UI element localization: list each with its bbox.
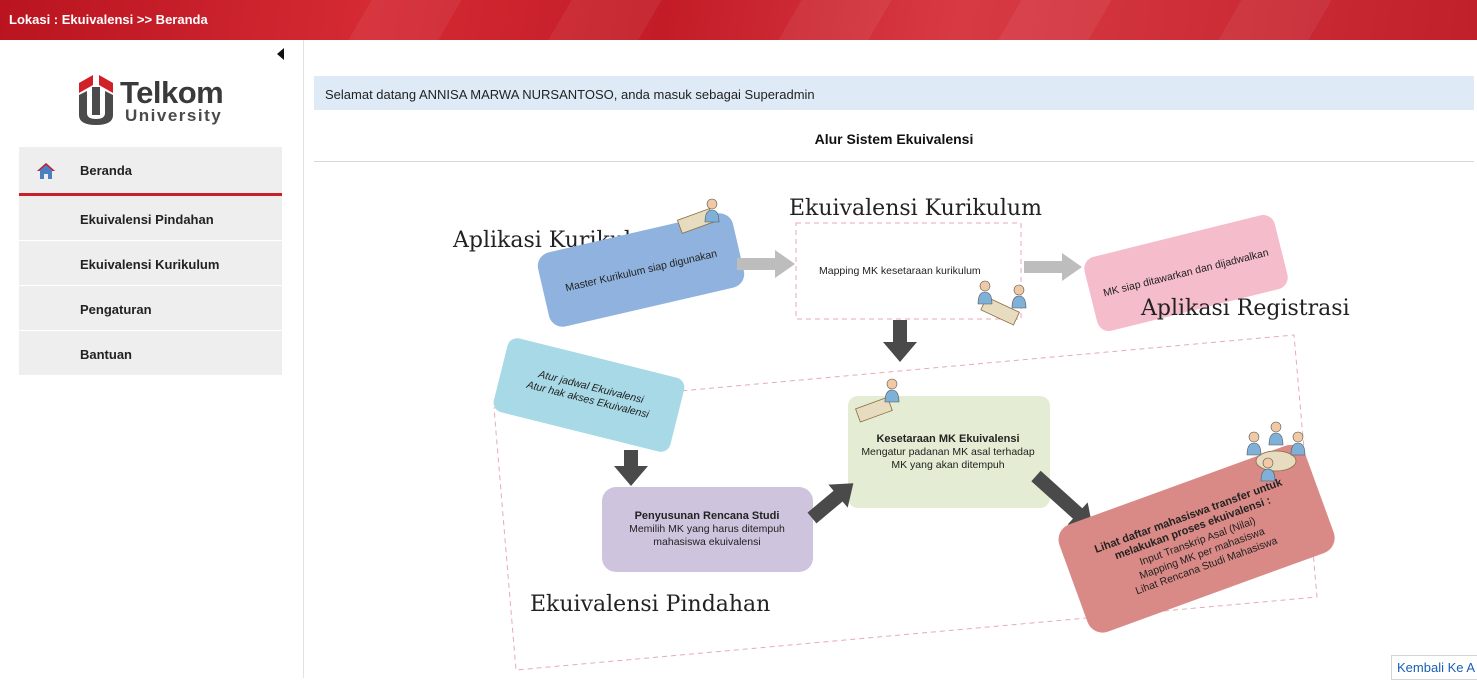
master-kurikulum-box: Master Kurikulum siap digunakan <box>537 213 745 327</box>
kesetaraan-line2: MK yang akan ditempuh <box>891 459 1004 471</box>
person-desk-icon <box>676 198 720 234</box>
lihat-daftar-box: Lihat daftar mahasiswa transfer untuk me… <box>1058 444 1335 633</box>
person-desk-icon <box>855 378 900 423</box>
welcome-text: Selamat datang ANNISA MARWA NURSANTOSO, … <box>325 87 815 102</box>
kesetaraan-line1: Mengatur padanan MK asal terhadap <box>861 446 1035 458</box>
flow-title: Alur Sistem Ekuivalensi <box>814 131 974 147</box>
sidebar-item-ekuivalensi-kurikulum[interactable]: Ekuivalensi Kurikulum <box>19 241 282 286</box>
mapping-mk-text: Mapping MK kesetaraan kurikulum <box>819 265 981 277</box>
penyusunan-title: Penyusunan Rencana Studi <box>635 510 780 522</box>
logo-mark-icon <box>79 75 113 125</box>
ekuivalensi-kurikulum-label: Ekuivalensi Kurikulum <box>789 196 1042 221</box>
back-link-label: Kembali Ke A <box>1397 660 1476 675</box>
sidebar-item-bantuan[interactable]: Bantuan <box>19 331 282 376</box>
logo-university: University <box>125 106 223 125</box>
penyusunan-box <box>602 487 813 572</box>
meeting-icon <box>977 280 1027 326</box>
location-breadcrumb: Lokasi : Ekuivalensi >> Beranda <box>9 12 208 27</box>
arrow-down-dark <box>614 450 648 486</box>
penyusunan-line1: Memilih MK yang harus ditempuh <box>629 523 785 535</box>
sidebar-item-pengaturan[interactable]: Pengaturan <box>19 286 282 331</box>
sidebar-item-label: Beranda <box>80 163 133 178</box>
meeting-group-icon <box>1246 421 1306 482</box>
telkom-university-logo: Telkom University <box>76 73 236 129</box>
atur-jadwal-box: Atur jadwal Ekuivalensi Atur hak akses E… <box>493 338 685 452</box>
sidebar-item-label: Pengaturan <box>80 302 152 317</box>
logo-telkom: Telkom <box>120 75 224 110</box>
mk-siap-box: MK siap ditawarkan dan dijadwalkan <box>1084 214 1288 332</box>
kesetaraan-box <box>848 396 1050 508</box>
arrow-right-gray <box>737 250 795 278</box>
sidebar-item-label: Ekuivalensi Kurikulum <box>80 257 220 272</box>
sidebar-item-label: Bantuan <box>80 347 132 362</box>
collapse-sidebar-icon[interactable] <box>277 48 284 60</box>
pindahan-boundary <box>493 334 1318 671</box>
title-divider <box>314 161 1474 162</box>
ekuivalensi-pindahan-label: Ekuivalensi Pindahan <box>530 592 770 617</box>
arrow-right-gray <box>1024 253 1082 281</box>
aplikasi-registrasi-label: Aplikasi Registrasi <box>1140 296 1350 321</box>
welcome-banner: Selamat datang ANNISA MARWA NURSANTOSO, … <box>314 76 1474 110</box>
home-icon <box>37 163 55 179</box>
back-link[interactable]: Kembali Ke A <box>1391 655 1477 680</box>
sidebar-nav: Beranda Ekuivalensi Pindahan Ekuivalensi… <box>19 147 282 376</box>
sidebar-item-beranda[interactable]: Beranda <box>19 147 282 196</box>
sidebar-item-ekuivalensi-pindahan[interactable]: Ekuivalensi Pindahan <box>19 196 282 241</box>
sidebar-item-label: Ekuivalensi Pindahan <box>80 212 214 227</box>
penyusunan-line2: mahasiswa ekuivalensi <box>653 536 760 548</box>
kesetaraan-title: Kesetaraan MK Ekuivalensi <box>876 433 1019 445</box>
arrow-down-dark <box>883 320 917 362</box>
sidebar-divider <box>303 40 304 678</box>
arrow-diagonal-up <box>807 483 854 524</box>
top-bar: Lokasi : Ekuivalensi >> Beranda <box>0 0 1477 40</box>
